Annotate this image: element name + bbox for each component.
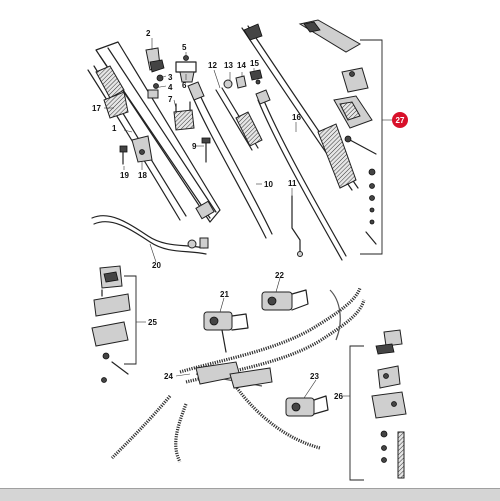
part-27-bracket-a[interactable]: [341, 67, 369, 93]
nut-part-19[interactable]: [119, 145, 128, 165]
callout-7: 7: [168, 95, 173, 104]
clip-part-2[interactable]: [145, 47, 165, 73]
washer-hose-part-20[interactable]: [91, 215, 209, 255]
motor-part-22[interactable]: [261, 289, 309, 311]
callout-15: 15: [250, 59, 259, 68]
cap-part-14[interactable]: [235, 75, 247, 89]
callout-23: 23: [310, 372, 319, 381]
callout-16: 16: [292, 113, 301, 122]
part-27-top-rail[interactable]: [298, 19, 362, 53]
motor-part-21[interactable]: [203, 311, 249, 353]
callout-10: 10: [264, 180, 273, 189]
callout-2: 2: [146, 29, 151, 38]
callout-27-badge: [392, 112, 408, 128]
holder-part-7[interactable]: [173, 101, 195, 131]
arm-part-12[interactable]: [215, 87, 263, 151]
callout-27: 27: [396, 116, 405, 125]
callout-19: 19: [120, 171, 129, 180]
callout-labels: 2 3 4 5 6 7 9 10 11 12 13 14 15 16 17 1 …: [92, 29, 343, 401]
callout-9: 9: [192, 142, 197, 151]
callout-4: 4: [168, 83, 173, 92]
callout-21: 21: [220, 290, 229, 299]
bracket-part-18[interactable]: [131, 135, 153, 163]
wiper-arm-part-10[interactable]: [187, 81, 273, 239]
callout-26: 26: [334, 392, 343, 401]
motor-part-23[interactable]: [285, 395, 329, 417]
callout-22: 22: [275, 271, 284, 280]
callout-3: 3: [168, 73, 173, 82]
callout-24: 24: [164, 372, 173, 381]
part-27-screw[interactable]: [344, 135, 377, 155]
bracket-column-26: [342, 345, 364, 481]
part-27-bracket-b[interactable]: [333, 95, 373, 129]
callout-17: 17: [92, 104, 101, 113]
cable-harness-part-24[interactable]: [110, 287, 366, 463]
screw-part-9[interactable]: [201, 137, 211, 163]
callout-20: 20: [152, 261, 161, 270]
rod-part-11[interactable]: [291, 195, 303, 257]
part-26-fasteners[interactable]: [380, 430, 405, 479]
cap-part-13[interactable]: [223, 79, 233, 89]
callout-5: 5: [182, 43, 187, 52]
blade-rubber-insert[interactable]: [95, 65, 125, 99]
callout-6: 6: [182, 81, 187, 90]
callout-12: 12: [208, 61, 217, 70]
part-26-connector-a[interactable]: [375, 329, 403, 355]
callout-13: 13: [224, 61, 233, 70]
clip-part-4[interactable]: [147, 89, 159, 99]
part-26-bracket[interactable]: [371, 391, 407, 419]
part-25-clip-a[interactable]: [99, 265, 123, 289]
callout-25: 25: [148, 318, 157, 327]
part-25-bracket-b[interactable]: [91, 321, 129, 347]
callout-27-highlight[interactable]: 27: [392, 112, 408, 128]
callout-1: 1: [112, 124, 117, 133]
bracket-column-25: [124, 275, 146, 365]
blade-part-16[interactable]: [255, 89, 347, 261]
bracket-column-27: [360, 39, 392, 255]
bracket-part-6[interactable]: [179, 71, 195, 83]
part-26-connector-b[interactable]: [377, 365, 401, 389]
callout-11: 11: [288, 179, 297, 188]
wiper-blade-right[interactable]: [241, 23, 359, 191]
part-27-fasteners[interactable]: [365, 168, 377, 245]
callout-18: 18: [138, 171, 147, 180]
leader-lines: [104, 38, 317, 399]
callout-14: 14: [237, 61, 246, 70]
bracket-part-5[interactable]: [175, 55, 197, 73]
nut-part-15[interactable]: [249, 69, 263, 85]
part-25-clip-b[interactable]: [101, 352, 129, 383]
bottom-strip: [0, 488, 500, 501]
part-25-bracket-a[interactable]: [93, 289, 131, 317]
blade-clip-part-17[interactable]: [103, 91, 129, 119]
